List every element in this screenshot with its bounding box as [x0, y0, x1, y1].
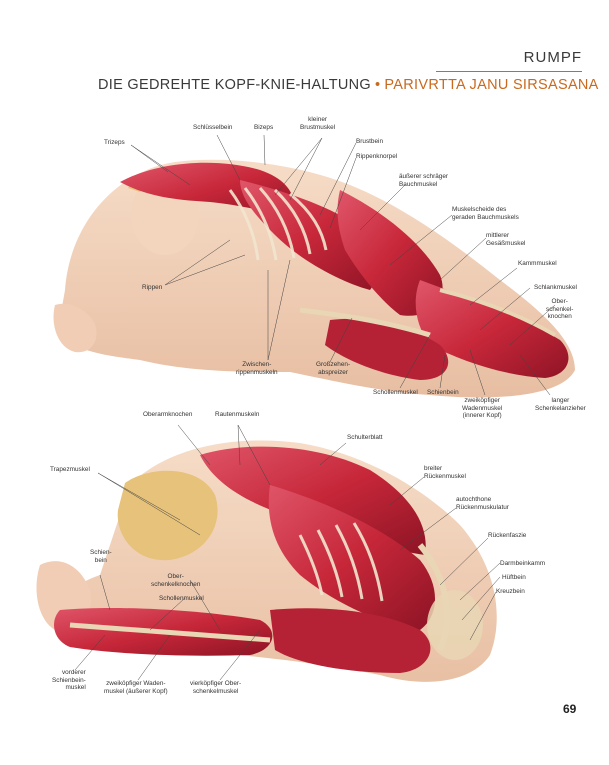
page-number: 69 — [563, 702, 577, 716]
anatomy-illustration-back: Oberarmknochen Rautenmuskeln Schulterbla… — [0, 411, 609, 725]
label-zwischenrippenmuskeln: Zwischen- rippenmuskeln — [236, 361, 278, 376]
label-schulterblatt: Schulterblatt — [347, 434, 383, 441]
label-rueckenfaszie: Rückenfaszie — [488, 532, 527, 539]
page-title: DIE GEDREHTE KOPF-KNIE-HALTUNG•PARIVRTTA… — [98, 77, 598, 93]
label-trizeps: Trizeps — [104, 139, 125, 146]
label-vierkoepfiger-oberschenkelmuskel: vierköpfiger Ober- schenkelmuskel — [190, 680, 242, 695]
section-title: RUMPF — [523, 49, 582, 66]
label-aeusserer-schraeger-bauchmuskel: äußerer schräger Bauchmuskel — [399, 173, 449, 188]
label-autochthone-rueckenmuskulatur: autochthone Rückenmuskulatur — [456, 496, 509, 511]
label-zweikoepfiger-wadenmuskel-innen: zweiköpfiger Wadenmuskel (innerer Kopf) — [462, 397, 503, 420]
label-langer-schenkelanzieher: langer Schenkelanzieher — [535, 397, 586, 412]
label-rippenknorpel: Rippenknorpel — [356, 153, 398, 160]
back-figure-drawing — [36, 425, 501, 682]
label-oberschenkelknochen-bottom: Ober- schenkelknochen — [151, 573, 201, 588]
label-schienbein-top: Schienbein — [427, 389, 459, 396]
label-oberarmknochen: Oberarmknochen — [143, 411, 193, 418]
label-kammmuskel: Kammmuskel — [518, 260, 557, 267]
label-grosszehenabspreizer: Großzehen- abspreizer — [316, 361, 351, 376]
label-schollenmuskel-top: Schollenmuskel — [373, 389, 418, 396]
label-darmbeinkamm: Darmbeinkamm — [500, 560, 546, 567]
label-schlankmuskel: Schlankmuskel — [534, 284, 577, 291]
label-schienbein-bottom: Schien- bein — [90, 549, 112, 564]
label-muskelscheide: Muskelscheide des geraden Bauchmuskels — [452, 206, 519, 221]
label-brustbein: Brustbein — [356, 138, 383, 145]
front-figure-drawing — [53, 134, 575, 398]
label-kreuzbein: Kreuzbein — [496, 588, 525, 595]
title-german: DIE GEDREHTE KOPF-KNIE-HALTUNG — [98, 77, 371, 93]
title-sanskrit: PARIVRTTA JANU SIRSASANA — [384, 77, 599, 93]
label-breiter-rueckenmuskel: breiter Rückenmuskel — [424, 465, 466, 480]
label-trapezmuskel: Trapezmuskel — [50, 466, 90, 473]
anatomy-illustration-front: Trizeps Schlüsselbein Bizeps kleiner Bru… — [0, 110, 609, 435]
label-kleiner-brustmuskel: kleiner Brustmuskel — [300, 116, 336, 131]
label-vorderer-schienbeinmuskel: vorderer Schienbein- muskel — [52, 669, 86, 692]
label-schluesselbein: Schlüsselbein — [193, 124, 233, 131]
label-mittlerer-gesaessmuskel: mittlerer Gesäßmuskel — [486, 232, 526, 247]
header-rule — [436, 71, 582, 72]
label-bizeps: Bizeps — [254, 124, 274, 131]
title-separator: • — [374, 77, 381, 93]
label-schollenmuskel-bottom: Schollenmuskel — [159, 595, 204, 602]
label-rippen: Rippen — [142, 284, 163, 291]
label-hueftbein: Hüftbein — [502, 574, 526, 581]
label-rautenmuskeln: Rautenmuskeln — [215, 411, 260, 418]
label-zweikoepfiger-wadenmuskel-aussen: zweiköpfiger Waden- muskel (äußerer Kopf… — [104, 680, 168, 695]
label-oberschenkelknochen: Ober- schenkel- knochen — [546, 298, 574, 321]
